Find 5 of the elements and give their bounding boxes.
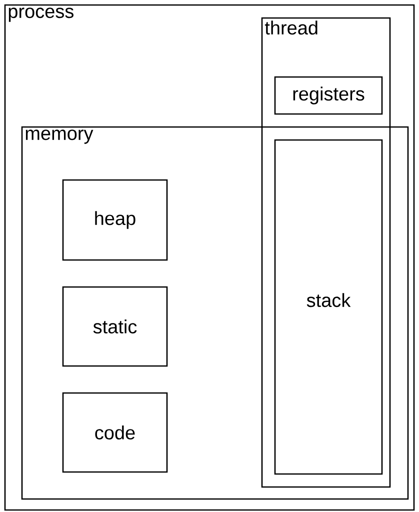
stack-box: stack	[274, 139, 383, 475]
static-box: static	[62, 286, 168, 367]
heap-box: heap	[62, 179, 168, 261]
registers-box: registers	[274, 76, 383, 115]
code-box: code	[62, 392, 168, 473]
